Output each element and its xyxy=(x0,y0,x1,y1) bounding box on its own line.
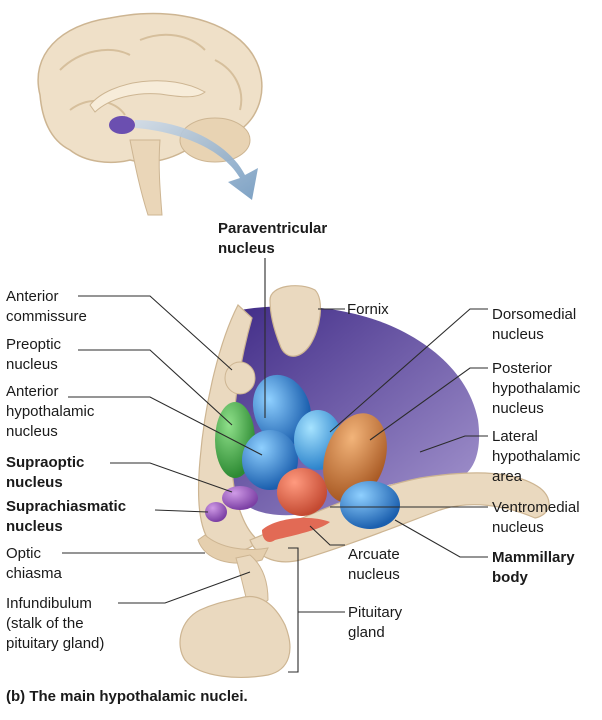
anterior-hypothalamic-nucleus-shape xyxy=(242,430,298,490)
label-infundibulum: Infundibulum (stalk of the pituitary gla… xyxy=(6,595,105,652)
posterior-hypothalamic-nucleus-shape xyxy=(323,413,387,503)
label-dorsomedial-nucleus: Dorsomedial nucleus xyxy=(492,306,577,343)
suprachiasmatic-nucleus-shape xyxy=(205,502,227,522)
brain-sagittal-illustration xyxy=(37,12,263,216)
label-pituitary-gland: Pituitary gland xyxy=(348,604,403,641)
caption-text: The main hypothalamic nuclei. xyxy=(29,688,248,705)
label-supraoptic-nucleus: Supraoptic nucleus xyxy=(6,454,85,491)
hypothalamus-enlarged xyxy=(179,285,550,678)
mammillary-body-shape xyxy=(340,481,400,529)
label-ventromedial-nucleus: Ventromedial nucleus xyxy=(492,499,580,536)
leader-lines xyxy=(62,258,488,673)
label-suprachiasmatic-nucleus: Suprachiasmatic nucleus xyxy=(6,498,127,535)
label-lateral-hypothalamic-area: Lateral hypothalamic area xyxy=(492,428,581,485)
label-posterior-hypothalamic-nucleus: Posterior hypothalamic nucleus xyxy=(492,360,581,417)
label-mammillary-body: Mammillary body xyxy=(492,549,575,586)
label-paraventricular-nucleus: Paraventricular nucleus xyxy=(218,220,328,257)
zoom-arrow xyxy=(135,120,258,200)
supraoptic-nucleus-shape xyxy=(222,486,258,510)
label-optic-chiasma: Optic chiasma xyxy=(6,545,62,582)
ventromedial-nucleus-shape xyxy=(277,468,327,516)
label-anterior-hypothalamic-nucleus: Anterior hypothalamic nucleus xyxy=(6,383,95,440)
caption-marker: (b) xyxy=(6,688,26,705)
figure-caption: (b) The main hypothalamic nuclei. xyxy=(6,688,248,705)
label-preoptic-nucleus: Preoptic nucleus xyxy=(6,336,62,373)
label-anterior-commissure: Anterior commissure xyxy=(6,288,87,325)
label-arcuate-nucleus: Arcuate nucleus xyxy=(348,546,400,583)
arcuate-nucleus-shape xyxy=(262,517,330,542)
label-fornix: Fornix xyxy=(347,301,389,318)
